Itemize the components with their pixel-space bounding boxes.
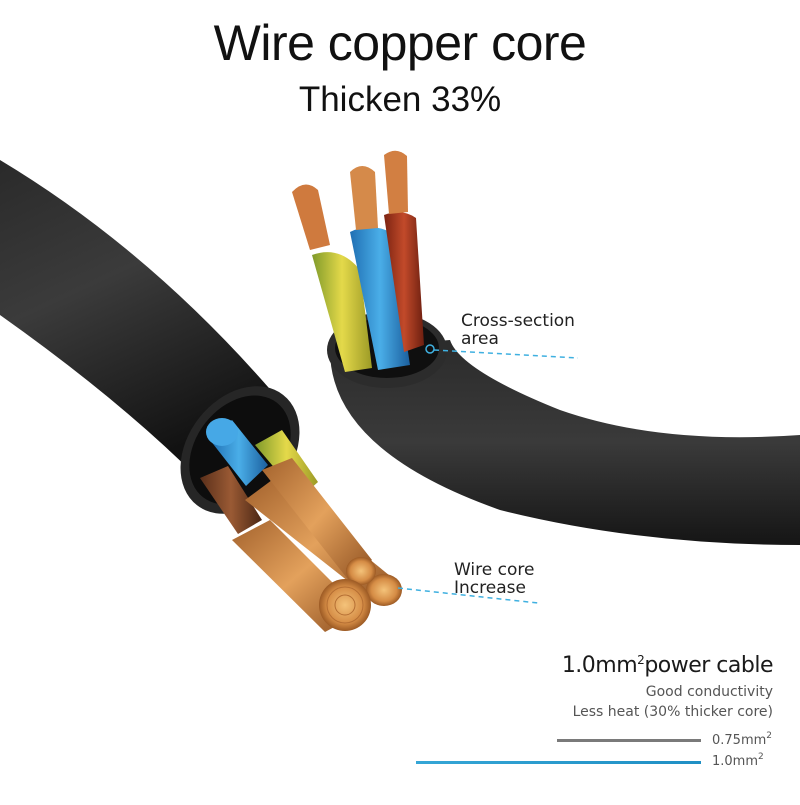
callout-line-wire-core [397,587,539,604]
page-title: Wire copper core [213,15,587,71]
comparison-label-large: 1.0mm2 [712,752,764,769]
right-cable [292,150,800,545]
spec-title-sup: 2 [637,653,645,667]
spec-title: 1.0mm2power cable [561,653,774,678]
callout-cross-section: Cross-section area [461,312,575,348]
spec-title-prefix: 1.0mm [561,653,638,678]
callout-wire-core-line1: Wire core [454,560,535,580]
callout-cross-section-line1: Cross-section [461,311,575,331]
comparison-label-small-text: 0.75mm [712,733,767,748]
left-cable [0,160,402,632]
page-subtitle: Thicken 33% [298,80,502,119]
comparison-label-small-sup: 2 [766,731,773,741]
spec-line-heat: Less heat (30% thicker core) [572,704,773,720]
spec-line-conductivity: Good conductivity [645,684,773,700]
callout-cross-section-line2: area [461,329,499,349]
spec-title-suffix: power cable [644,653,773,678]
comparison-bar-small [557,739,701,742]
callout-line-cross-section [425,344,579,359]
callout-wire-core-line2: Increase [454,578,526,598]
callout-wire-core: Wire core Increase [454,561,534,597]
comparison-label-large-sup: 2 [758,752,764,762]
comparison-bar-large [416,761,701,764]
comparison-label-large-text: 1.0mm [712,754,759,769]
comparison-label-small: 0.75mm2 [712,731,772,748]
